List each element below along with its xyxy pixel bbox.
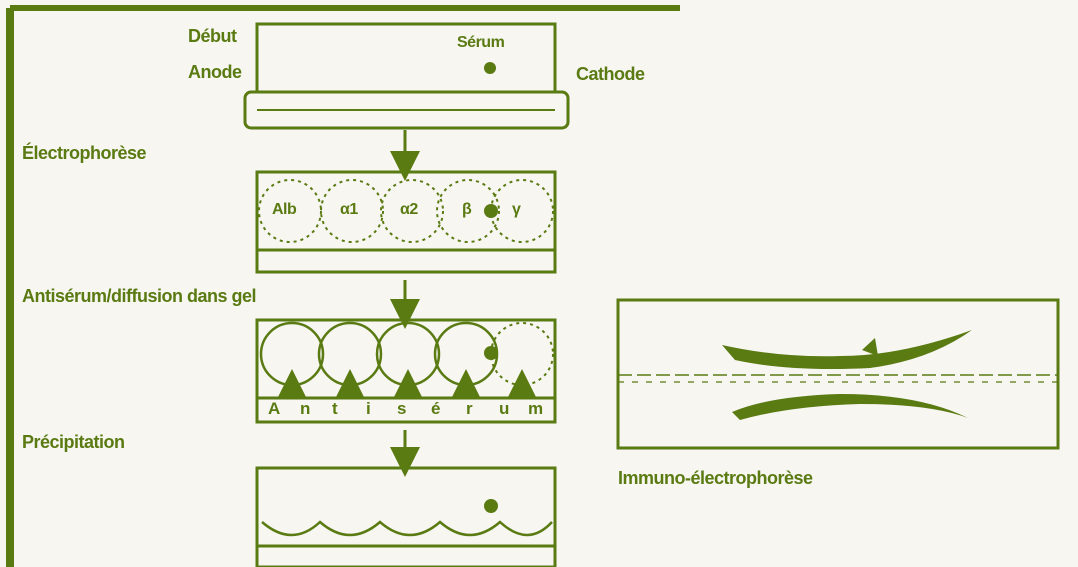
label-precipitation: Précipitation <box>22 432 125 452</box>
label-debut: Début <box>188 26 237 46</box>
fraction-zone-alb <box>258 179 322 243</box>
serum-dot <box>484 499 498 513</box>
antiserum-letter: é <box>431 399 441 418</box>
fraction-zone-g <box>490 179 554 243</box>
diffusion-circle <box>259 321 325 387</box>
label-antiserum-diffusion: Antisérum/diffusion dans gel <box>22 286 257 306</box>
plate-precipitation <box>255 466 557 567</box>
precipitin-arc-upper <box>722 330 972 369</box>
plate-electrophoresis <box>255 170 557 274</box>
serum-dot <box>484 204 498 218</box>
label-electrophorese: Électrophorèse <box>22 143 147 163</box>
label-cathode: Cathode <box>576 64 645 84</box>
antiserum-letter: u <box>499 399 510 418</box>
plate-antiserum <box>255 318 557 424</box>
antiserum-letter: m <box>528 399 544 418</box>
serum-dot <box>484 62 496 74</box>
fraction-zone-a1 <box>320 179 384 243</box>
antiserum-letter: n <box>300 399 311 418</box>
antiserum-letter: t <box>332 399 338 418</box>
diffusion-circle <box>317 321 383 387</box>
fraction-zone-a2 <box>380 179 444 243</box>
antiserum-letter: i <box>366 399 371 418</box>
diffusion-circle <box>375 321 441 387</box>
diffusion-circle <box>490 322 554 386</box>
antiserum-letter: A <box>268 399 281 418</box>
label-immuno-electrophorese: Immuno-électrophorèse <box>618 468 813 488</box>
label-serum: Sérum <box>457 34 505 51</box>
antiserum-arrows <box>277 369 537 399</box>
fraction-label-alb: Alb <box>272 201 297 218</box>
fraction-label-alpha2: α2 <box>400 201 418 218</box>
precipitation-arcs <box>261 520 553 537</box>
serum-dot <box>484 346 498 360</box>
fraction-label-alpha1: α1 <box>340 201 358 218</box>
fraction-zone-b <box>436 179 500 243</box>
immuno-plate <box>616 298 1060 450</box>
precipitin-arc-lower <box>732 394 968 420</box>
plate-start <box>243 22 570 130</box>
antiserum-letter: r <box>466 399 473 418</box>
label-anode: Anode <box>188 62 242 82</box>
fraction-label-gamma: γ <box>512 201 521 218</box>
fraction-label-beta: β <box>462 201 472 218</box>
antiserum-letter: s <box>397 399 407 418</box>
